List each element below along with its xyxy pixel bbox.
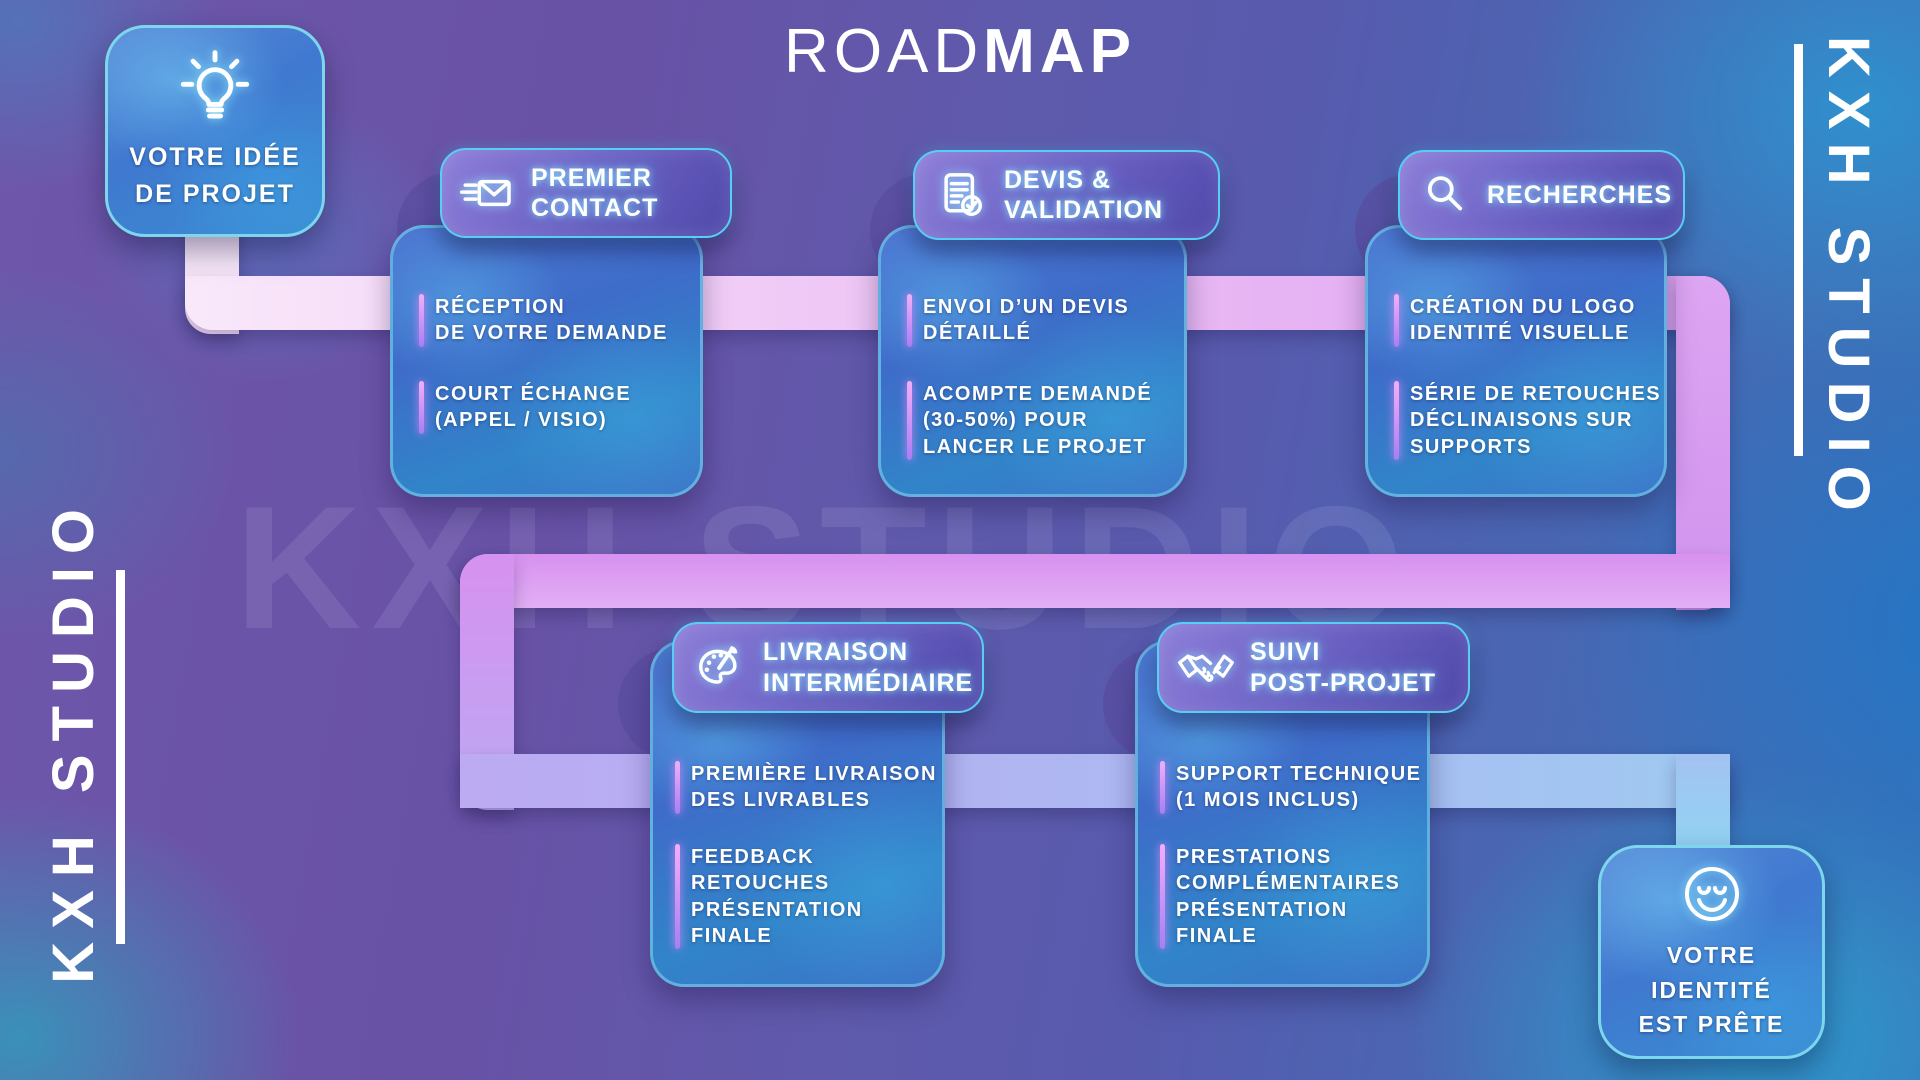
title-bold-part: MAP (983, 17, 1136, 86)
lightbulb-icon (176, 49, 254, 127)
step-item: SUPPORT TECHNIQUE (1 MOIS INCLUS) (1160, 761, 1420, 814)
step-header-recherches: RECHERCHES (1398, 150, 1685, 240)
item-accent-bar (419, 294, 424, 347)
step-card-devis-validation: ENVOI D’UN DEVIS DÉTAILLÉ ACOMPTE DEMAND… (878, 225, 1187, 497)
step-title: SUIVI POST-PROJET (1250, 638, 1437, 697)
item-accent-bar (419, 380, 424, 434)
end-node-label: VOTRE IDENTITÉ EST PRÊTE (1638, 942, 1785, 1038)
step-item: PRESTATIONS COMPLÉMENTAIRES PRÉSENTATION… (1160, 843, 1413, 950)
step-item: COURT ÉCHANGE (APPEL / VISIO) (419, 380, 682, 434)
item-accent-bar (1394, 294, 1399, 347)
end-node: VOTRE IDENTITÉ EST PRÊTE (1598, 845, 1825, 1059)
page-title: ROADMAP (784, 16, 1136, 87)
step-item: SÉRIE DE RETOUCHES DÉCLINAISONS SUR SUPP… (1394, 380, 1660, 460)
brand-right-label: KXH STUDIO (1816, 36, 1881, 524)
step-title: PREMIER CONTACT (531, 163, 659, 223)
palette-icon (692, 640, 748, 696)
brand-left-underline (116, 570, 125, 944)
item-accent-bar (1160, 761, 1165, 814)
start-node: VOTRE IDÉE DE PROJET (105, 25, 325, 237)
step-card-premier-contact: RÉCEPTION DE VOTRE DEMANDE COURT ÉCHANGE… (390, 225, 703, 497)
step-title: RECHERCHES (1487, 180, 1673, 209)
send-mail-icon (460, 165, 516, 221)
step-header-premier-contact: PREMIER CONTACT (440, 148, 732, 238)
step-item: FEEDBACK RETOUCHES PRÉSENTATION FINALE (675, 843, 928, 950)
item-accent-bar (907, 380, 912, 460)
step-item: PREMIÈRE LIVRAISON DES LIVRABLES (675, 761, 935, 814)
start-node-label: VOTRE IDÉE DE PROJET (129, 142, 301, 209)
step-header-devis-validation: DEVIS & VALIDATION (913, 150, 1220, 240)
step-item: CRÉATION DU LOGO IDENTITÉ VISUELLE (1394, 294, 1646, 347)
item-accent-bar (675, 843, 680, 950)
brand-right-underline (1794, 44, 1803, 456)
step-item: RÉCEPTION DE VOTRE DEMANDE (419, 294, 682, 347)
item-accent-bar (1160, 843, 1165, 950)
item-accent-bar (1394, 380, 1399, 460)
document-check-icon (933, 167, 989, 223)
step-title: DEVIS & VALIDATION (1004, 165, 1164, 225)
step-card-recherches: CRÉATION DU LOGO IDENTITÉ VISUELLE SÉRIE… (1365, 225, 1667, 497)
search-icon (1418, 168, 1472, 222)
step-item: ACOMPTE DEMANDÉ (30-50%) POUR LANCER LE … (907, 380, 1166, 460)
item-accent-bar (675, 761, 680, 814)
item-accent-bar (907, 294, 912, 347)
smiley-icon (1680, 862, 1744, 926)
step-item: ENVOI D’UN DEVIS DÉTAILLÉ (907, 294, 1166, 347)
connector-middle-horizontal (460, 554, 1730, 608)
step-header-livraison-intermediaire: LIVRAISON INTERMÉDIAIRE (672, 622, 984, 713)
handshake-icon (1177, 639, 1235, 697)
brand-left-label: KXH STUDIO (41, 496, 106, 984)
step-header-suivi-post-projet: SUIVI POST-PROJET (1157, 622, 1470, 713)
step-title: LIVRAISON INTERMÉDIAIRE (763, 638, 974, 697)
title-light-part: ROAD (784, 17, 984, 86)
